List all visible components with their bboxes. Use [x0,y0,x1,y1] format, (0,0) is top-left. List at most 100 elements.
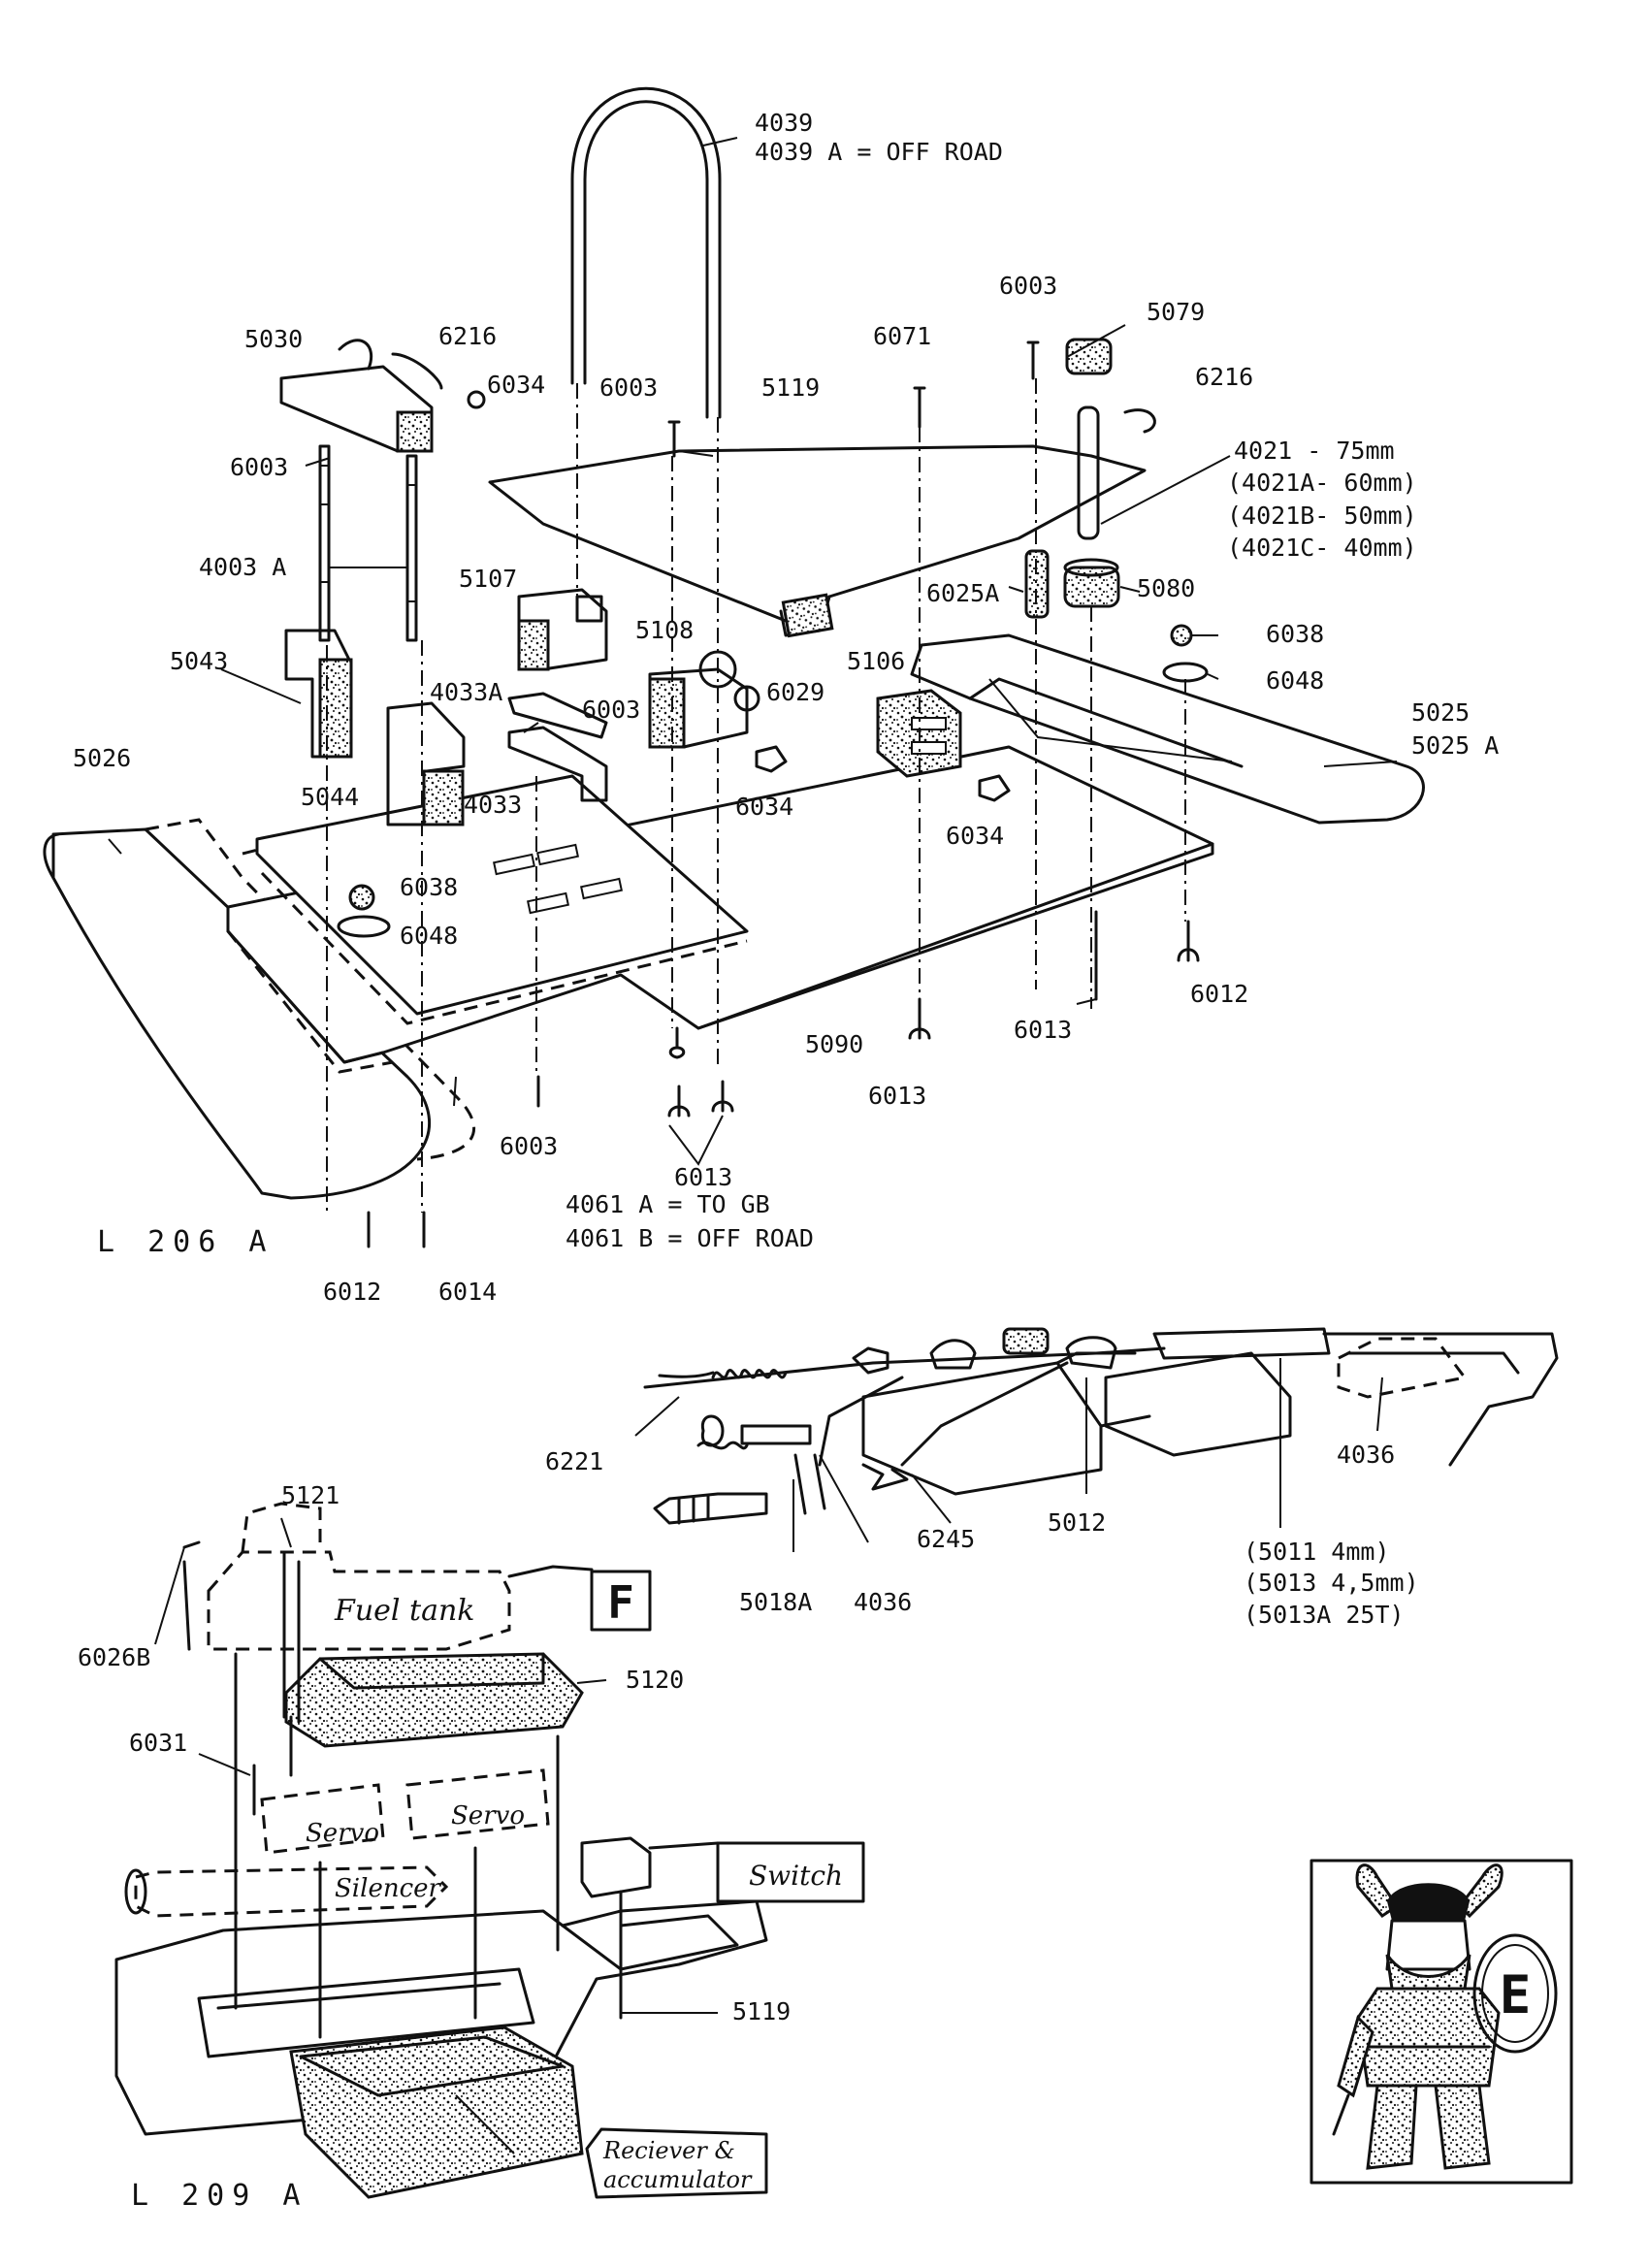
label-5119: 5119 [761,373,820,402]
label-5044: 5044 [301,783,359,811]
label-5025a: 5025 A [1411,731,1499,760]
letter-box-f [590,1570,652,1632]
receiver-label-line2: accumulator [603,2166,753,2193]
label-4061b: 4061 B = OFF ROAD [566,1224,814,1252]
label-6003: 6003 [500,1132,558,1160]
label-4021a: (4021A- 60mm) [1227,469,1417,497]
label-4003a: 4003 A [199,553,286,581]
tank-holder-5120 [284,1652,584,1748]
label-4036: 4036 [1337,1441,1395,1469]
sheet-code-top: L 206 A [97,1225,274,1259]
switch-label: Switch [749,1860,843,1892]
part-labels-top: 4039 4039 A = OFF ROAD 6003 5079 5030 62… [73,109,1499,1306]
receiver-label-line1: Reciever & [602,2137,735,2164]
label-5120: 5120 [626,1666,684,1694]
sheet-code-bottom: L 209 A [131,2179,307,2213]
label-6031: 6031 [129,1729,187,1757]
leader-lines [108,137,1398,1166]
block-5108 [648,650,760,749]
label-6034: 6034 [487,371,545,399]
label-5119: 5119 [732,1997,791,2025]
label-6003: 6003 [230,453,288,481]
label-6013: 6013 [1014,1016,1072,1044]
servo-label-2: Servo [451,1801,525,1831]
label-5025: 5025 [1411,698,1470,727]
post-4021 [1077,405,1100,540]
label-6034: 6034 [735,793,793,821]
viking-logo: E [1310,1859,1573,2185]
label-6038: 6038 [1266,620,1324,648]
label-6216: 6216 [438,322,497,350]
shield-badge [1472,1933,1558,2054]
label-4061a: 4061 A = TO GB [566,1190,770,1218]
label-6003: 6003 [599,373,658,402]
radio-installation-diagram: F [78,1481,865,2213]
label-6038: 6038 [400,873,458,901]
shield-letter: E [1500,1964,1532,2025]
roll-bar-4039 [570,86,722,419]
bracket-5030 [279,339,486,453]
label-5106: 5106 [847,647,905,675]
label-6071: 6071 [873,322,931,350]
label-6012: 6012 [323,1278,381,1306]
label-6003: 6003 [582,696,640,724]
label-5043: 5043 [170,647,228,675]
centre-lines [326,378,1186,1213]
screws [367,340,1200,1248]
label-5108: 5108 [635,616,694,644]
upper-deck-5119 [488,444,1147,632]
servo-label-1: Servo [306,1819,379,1848]
label-6245: 6245 [917,1525,975,1553]
chassis-slots [493,843,623,915]
radio-plate-5119 [114,1899,768,2136]
label-5018a: 5018A [739,1588,812,1616]
block-5106 [876,689,962,778]
label-4021: 4021 - 75mm [1234,437,1395,465]
label-6013: 6013 [868,1082,926,1110]
label-4039: 4039 [755,109,813,137]
silencer-label: Silencer [335,1874,442,1903]
label-5030: 5030 [244,325,303,353]
label-5011: (5011 4mm) [1244,1538,1390,1566]
label-4036: 4036 [854,1588,912,1616]
label-4033a: 4033A [430,678,502,706]
label-6012: 6012 [1190,980,1248,1008]
label-6216: 6216 [1195,363,1253,391]
label-5090: 5090 [805,1030,863,1058]
label-6025a: 6025A [926,579,999,607]
label-6048: 6048 [400,922,458,950]
linkage-diagram: 6221 4036 5018A 4036 6245 5012 (5011 4mm… [545,1327,1559,1629]
label-5026: 5026 [73,744,131,772]
post-pair-4003a [318,444,418,642]
block-5043 [284,629,353,759]
plate-4033 [507,726,608,802]
label-5013a: (5013A 25T) [1244,1601,1405,1629]
switch-label-box [716,1841,865,1903]
label-5013: (5013 4,5mm) [1244,1569,1419,1597]
label-5080: 5080 [1137,574,1195,602]
label-6029: 6029 [766,678,824,706]
label-6013: 6013 [674,1163,732,1191]
label-6034: 6034 [946,822,1004,850]
rear-wing-5025 [910,633,1425,825]
label-4033: 4033 [464,791,522,819]
label-5107: 5107 [459,565,517,593]
label-5121: 5121 [281,1481,340,1509]
block-5107 [517,588,608,671]
label-6003: 6003 [999,272,1057,300]
label-6014: 6014 [438,1278,497,1306]
label-4021c: (4021C- 40mm) [1227,534,1417,562]
letter-f: F [607,1576,634,1629]
label-6221: 6221 [545,1447,603,1475]
label-6026b: 6026B [78,1643,150,1671]
label-5079: 5079 [1147,298,1205,326]
block-5044 [386,701,466,826]
plate-4033a [507,692,608,739]
label-6048: 6048 [1266,666,1324,695]
label-4039a: 4039 A = OFF ROAD [755,138,1003,166]
chassis-exploded-diagram: 4039 4039 A = OFF ROAD 6003 5079 5030 62… [43,86,1499,1306]
front-plate-5026 [51,827,432,1200]
label-4021b: (4021B- 50mm) [1227,502,1417,530]
label-5012: 5012 [1048,1508,1106,1537]
